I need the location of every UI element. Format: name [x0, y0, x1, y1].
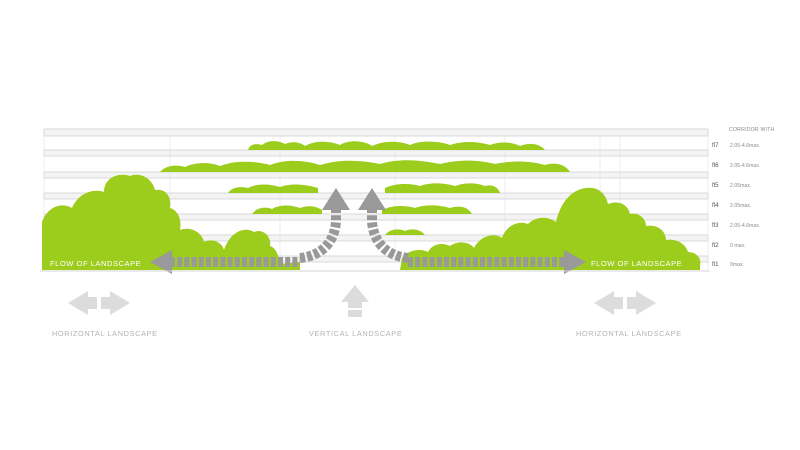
floor-label: fl7: [712, 142, 719, 149]
plants-fl6: [160, 160, 570, 172]
flow-of-landscape-left-label: FLOW OF LANDSCAPE: [50, 259, 142, 268]
floor-label: fl3: [712, 222, 719, 229]
floor-corridor-value: 2.05-4.6max.: [730, 163, 761, 169]
up-arrow-icon: [341, 285, 369, 317]
plants-fl3-right: [385, 229, 425, 235]
floor-label: fl2: [712, 242, 719, 249]
double-horizontal-arrow-icon: [68, 291, 130, 315]
floor-slab-fl7: [43, 149, 709, 157]
floor-corridor-value: 0max.: [730, 262, 745, 268]
floor-greenery: [160, 141, 570, 235]
plants-fl5-right: [385, 183, 500, 193]
flow-arrow-left-head: [150, 250, 172, 274]
curved-arrow-left: [299, 210, 341, 263]
plants-fl5: [228, 184, 318, 193]
ground-greenery: [42, 174, 701, 270]
floor-corridor-value: 0 max.: [730, 243, 746, 249]
floor-corridor-value: 2.05-4.6max.: [730, 143, 761, 149]
plants-fl4-right: [382, 205, 472, 214]
flow-of-landscape-right-label: FLOW OF LANDSCAPE: [591, 259, 683, 268]
floor-label: fl1: [712, 261, 719, 268]
floor-corridor-value: 2.05max.: [730, 183, 752, 189]
horizontal-flow-arrows: [150, 250, 586, 274]
double-horizontal-arrow-icon: [594, 291, 656, 315]
right-trees: [400, 187, 701, 270]
corridor-width-header: CORRIDOR WITH: [729, 127, 775, 133]
curved-arrow-right-head: [358, 188, 386, 210]
floor-label: fl5: [712, 182, 719, 189]
curved-arrow-right: [367, 210, 409, 263]
horizontal-landscape-left-label: HORIZONTAL LANDSCAPE: [52, 329, 158, 338]
horizontal-landscape-right-label: HORIZONTAL LANDSCAPE: [576, 329, 682, 338]
floor-corridor-value: 2.05max.: [730, 203, 752, 209]
roof-slab: [43, 128, 709, 137]
floor-label: fl6: [712, 162, 719, 169]
floor-corridor-value: 2.05-4.6max.: [730, 223, 761, 229]
vertical-flow-arrows: [299, 188, 409, 263]
curved-arrow-left-head: [322, 188, 350, 210]
floor-label: fl4: [712, 202, 719, 209]
vertical-landscape-label: VERTICAL LANDSCAPE: [309, 329, 403, 338]
left-trees: [42, 174, 300, 270]
plants-fl4: [252, 205, 322, 214]
flow-arrow-right-head: [564, 250, 586, 274]
plants-fl7: [248, 141, 545, 150]
